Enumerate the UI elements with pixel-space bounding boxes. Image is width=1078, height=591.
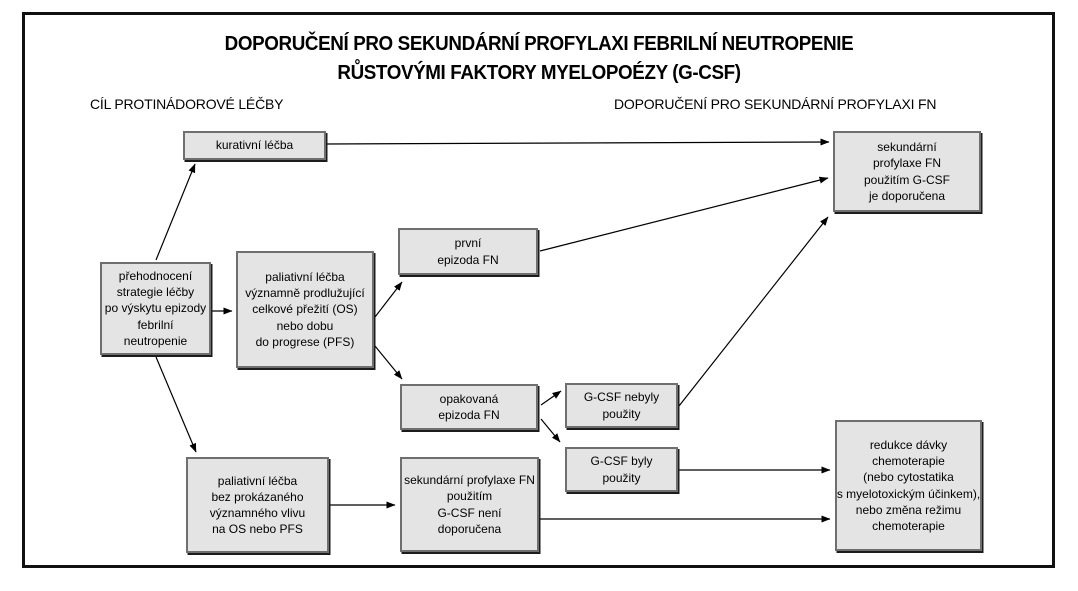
node-gcsf-nebyly-pouzity: G-CSF nebyly použity: [565, 383, 678, 428]
node-paliativni-prodluzujici: paliativní léčba významně prodlužující c…: [236, 251, 374, 368]
title-line2: RŮSTOVÝMI FAKTORY MYELOPOÉZY (G-CSF): [337, 62, 741, 84]
node-prehodnoceni-strategie: přehodnocení strategie léčby po výskytu …: [100, 262, 211, 355]
title-line1: DOPORUČENÍ PRO SEKUNDÁRNÍ PROFYLAXI FEBR…: [224, 33, 854, 55]
node-redukce-davky: redukce dávky chemoterapie (nebo cytosta…: [835, 420, 982, 551]
node-kurativni-lecba: kurativní léčba: [183, 131, 326, 160]
diagram-title: DOPORUČENÍ PRO SEKUNDÁRNÍ PROFYLAXI FEBR…: [32, 30, 1045, 88]
column-header-left: CÍL PROTINÁDOROVÉ LÉČBY: [90, 96, 284, 112]
node-opakovana-epizoda-fn: opakovaná epizoda FN: [400, 384, 538, 430]
node-gcsf-byly-pouzity: G-CSF byly použity: [565, 447, 678, 492]
column-header-right: DOPORUČENÍ PRO SEKUNDÁRNÍ PROFYLAXI FN: [614, 96, 937, 112]
node-profylaxe-doporucena: sekundární profylaxe FN použitím G-CSF j…: [833, 131, 981, 212]
node-paliativni-bez-vlivu: paliativní léčba bez prokázaného významn…: [186, 457, 329, 553]
outer-frame: [22, 12, 1055, 568]
node-prvni-epizoda-fn: první epizoda FN: [398, 228, 538, 275]
node-profylaxe-nedoporucena: sekundární profylaxe FN použitím G-CSF n…: [400, 457, 539, 552]
